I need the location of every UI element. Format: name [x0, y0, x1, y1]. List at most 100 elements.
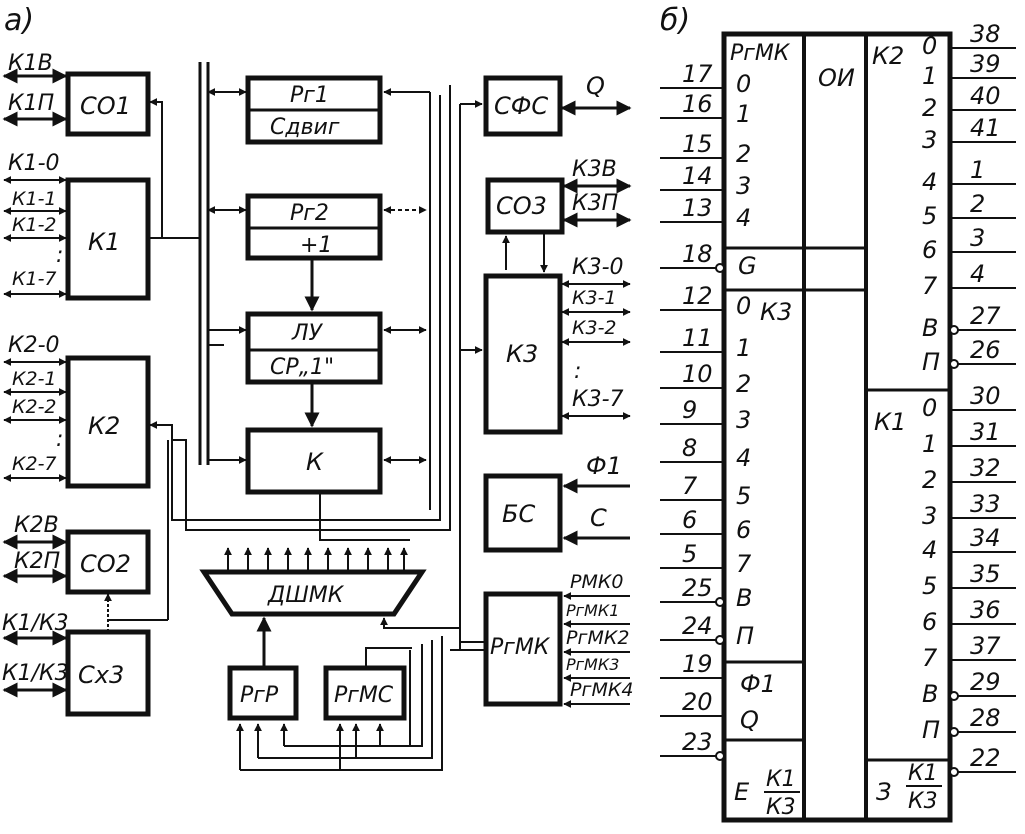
- signal-k2v: К2В: [14, 513, 59, 538]
- block-prp: [227, 665, 299, 721]
- left-pin-label: 7: [736, 550, 752, 578]
- signal-k3-0: К3-0: [572, 255, 624, 280]
- right-pin-label: В: [922, 314, 938, 342]
- right-pin-label: 1: [922, 430, 937, 458]
- block-cx3-label: Сх3: [78, 661, 124, 689]
- signal-k1p: К1П: [8, 91, 54, 116]
- signal-prmk1: РгМК1: [566, 601, 619, 620]
- left-pin-label: 4: [736, 444, 751, 472]
- left-pin-number: 16: [682, 90, 713, 118]
- left-pin-label: 2: [736, 370, 751, 398]
- left-pin-number: 15: [682, 130, 713, 158]
- block-k1: [65, 177, 151, 301]
- fb-bus-4: [396, 650, 411, 747]
- left-pin-label: В: [736, 584, 752, 612]
- right-pin-label: 1: [922, 62, 937, 90]
- inverter-bubble: [949, 767, 959, 777]
- block-co1: [65, 71, 151, 137]
- left-pin-label: 1: [736, 334, 751, 362]
- block-sfs: [483, 75, 563, 137]
- left-pin-number: 8: [682, 434, 697, 462]
- ellipsis-k3: :: [574, 359, 581, 384]
- left-pin-number: 19: [682, 650, 713, 678]
- signal-k3-7: К3-7: [572, 387, 624, 412]
- bus-k2-return2: [172, 85, 451, 531]
- k2-signals: К2-0 К2-1 К2-2 : К2-7: [3, 333, 67, 482]
- inverter-bubble: [715, 597, 725, 607]
- block-pr2-label: Рг2: [290, 201, 329, 226]
- signal-k1k3-a: К1/К3: [2, 611, 69, 636]
- right-pin-label: 0: [922, 394, 937, 422]
- section-e: E: [734, 778, 750, 806]
- left-pin-label: П: [736, 622, 754, 650]
- block-k3: [483, 273, 563, 435]
- block-co1-label: СО1: [80, 92, 131, 120]
- block-co2-label: СО2: [80, 550, 131, 578]
- signal-k1-1: К1-1: [12, 188, 57, 210]
- left-pin-number: 7: [682, 472, 698, 500]
- signal-k1-0: К1-0: [8, 151, 60, 176]
- inverter-bubble: [949, 359, 959, 369]
- right-pin-label: 0: [922, 32, 937, 60]
- left-pin-label: 5: [736, 482, 751, 510]
- block-shift-label: Сдвиг: [270, 115, 340, 140]
- signal-k3-2: К3-2: [572, 317, 617, 339]
- right-pin-label: 7: [922, 272, 938, 300]
- left-pin-number: 11: [682, 324, 713, 352]
- block-cx3: [65, 629, 151, 717]
- right-pin-label: В: [922, 680, 938, 708]
- signal-k1-7: К1-7: [12, 268, 57, 290]
- left-pin-label: 0: [736, 292, 751, 320]
- frac-top: К1: [766, 767, 796, 792]
- panel-b-label: б): [660, 3, 690, 38]
- signal-k1-2: К1-2: [12, 214, 57, 236]
- right-pin-number: 26: [970, 336, 1001, 364]
- block-lu-label: ЛУ: [291, 321, 324, 346]
- right-pin-number: 32: [970, 454, 1001, 482]
- signal-c: С: [590, 504, 607, 532]
- right-pin-label: 3: [922, 502, 937, 530]
- signal-k2-2: К2-2: [12, 396, 57, 418]
- k1-signals: К1-0 К1-1 К1-2 : К1-7: [3, 151, 67, 298]
- panel-a-label: а): [4, 3, 34, 38]
- right-pin-number: 28: [970, 704, 1001, 732]
- inverter-bubble: [949, 691, 959, 701]
- signal-k1k3-b: К1/К3: [2, 661, 69, 686]
- right-pin-number: 31: [970, 418, 1001, 446]
- inverter-bubble: [949, 727, 959, 737]
- bus-k1-main: [162, 237, 201, 245]
- right-pin-label: П: [922, 716, 940, 744]
- block-prmk-label: РгМК: [490, 635, 551, 660]
- block-plus1-label: +1: [300, 233, 332, 258]
- link-k-down: [319, 492, 410, 541]
- right-pin-list: 3803914024131425364727В26П30031132233334…: [922, 20, 1016, 777]
- right-pin-number: 35: [970, 560, 1001, 588]
- fb-bus-2: [258, 640, 433, 759]
- right-pin-number: 38: [970, 20, 1001, 48]
- section-k2: К2: [872, 42, 904, 70]
- left-pin-label: 3: [736, 406, 751, 434]
- right-pin-number: 4: [970, 260, 985, 288]
- block-prmk: [483, 591, 563, 707]
- block-pr1-label: Рг1: [290, 83, 329, 108]
- block-co2: [65, 529, 151, 595]
- right-pin-label: 7: [922, 644, 938, 672]
- left-pin-label: 2: [736, 140, 751, 168]
- right-pin-label: 2: [922, 466, 937, 494]
- right-pin-number: 36: [970, 596, 1001, 624]
- signal-k3v: К3В: [572, 157, 617, 182]
- right-pin-number: 37: [970, 632, 1001, 660]
- signal-prmk4: РгМК4: [570, 679, 633, 701]
- right-pin-number: 30: [970, 382, 1001, 410]
- right-pin-label: 2: [922, 94, 937, 122]
- left-pin-number: 24: [682, 612, 713, 640]
- signal-f1: Ф1: [586, 452, 622, 480]
- right-pin-label: 6: [922, 608, 937, 636]
- right-pin-label: 5: [922, 202, 937, 230]
- left-pin-label: 4: [736, 204, 751, 232]
- block-k3-label: К3: [506, 340, 538, 368]
- signal-q: Q: [586, 72, 605, 100]
- right-pin-number: 3: [970, 224, 985, 252]
